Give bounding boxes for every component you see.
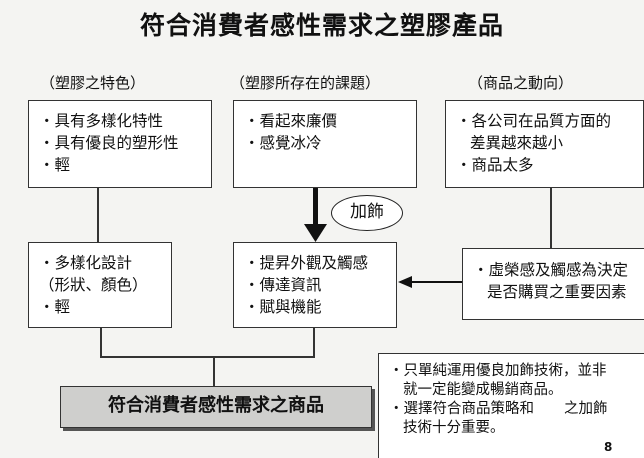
decision-item: ・虛榮感及觸感為決定 (473, 261, 629, 279)
connector-to-result (213, 356, 215, 386)
page-number: 8 (604, 440, 613, 454)
improve-item: ・賦與機能 (244, 298, 322, 316)
diagram-title: 符合消費者感性需求之塑膠產品 (139, 11, 504, 40)
note-line: ・只單純運用優良加飾技術，並非 (389, 363, 607, 379)
design-item: ・多樣化設計 (39, 254, 133, 272)
trends-box: ・各公司在品質方面的 差異越來越小 ・商品太多 (445, 100, 644, 188)
issues-item: ・看起來廉價 (244, 112, 338, 130)
note-line: ・選擇符合商品策略和之加飾 (389, 401, 608, 417)
issues-box: ・看起來廉價 ・感覺冰冷 (233, 100, 417, 188)
column-header-trends: （商品之動向） (468, 74, 574, 92)
column-header-features: （塑膠之特色） (40, 74, 146, 92)
issues-item: ・感覺冰冷 (244, 134, 322, 152)
design-item: （形狀、顏色） (39, 276, 148, 294)
decoration-oval: 加飾 (331, 195, 403, 231)
connector-features-design (97, 188, 99, 242)
features-box: ・具有多樣化特性 ・具有優良的塑形性 ・輕 (28, 100, 212, 188)
down-arrow-head (304, 224, 327, 242)
trends-item: ・各公司在品質方面的 (456, 112, 612, 130)
column-header-issues: （塑膠所存在的課題） (230, 74, 381, 92)
down-arrow-shaft (313, 188, 318, 226)
decision-item: 是否購買之重要因素 (487, 283, 627, 301)
design-box: ・多樣化設計 （形狀、顏色） ・輕 (28, 242, 172, 328)
note-line: 就一定能變成暢銷商品。 (403, 382, 563, 398)
features-item: ・具有優良的塑形性 (39, 134, 179, 152)
left-arrow-head (398, 276, 412, 288)
trends-item: ・商品太多 (456, 156, 534, 174)
improve-item: ・提昇外觀及觸感 (244, 254, 369, 272)
connector-trends-decision (550, 188, 552, 248)
result-box: 符合消費者感性需求之商品 (60, 386, 372, 428)
connector-improve-down (313, 328, 315, 357)
trends-item: 差異越來越小 (470, 134, 564, 152)
features-item: ・輕 (39, 156, 71, 174)
note-box: ・只單純運用優良加飾技術，並非 就一定能變成暢銷商品。 ・選擇符合商品策略和之加… (378, 353, 644, 458)
decision-box: ・虛榮感及觸感為決定 是否購買之重要因素 (462, 248, 644, 320)
note-line: 技術十分重要。 (403, 420, 505, 436)
improve-box: ・提昇外觀及觸感 ・傳達資訊 ・賦與機能 (233, 242, 397, 328)
features-item: ・具有多樣化特性 (39, 112, 164, 130)
connector-merge (100, 356, 315, 358)
improve-item: ・傳達資訊 (244, 276, 322, 294)
design-item: ・輕 (39, 298, 71, 316)
connector-design-down (100, 328, 102, 357)
